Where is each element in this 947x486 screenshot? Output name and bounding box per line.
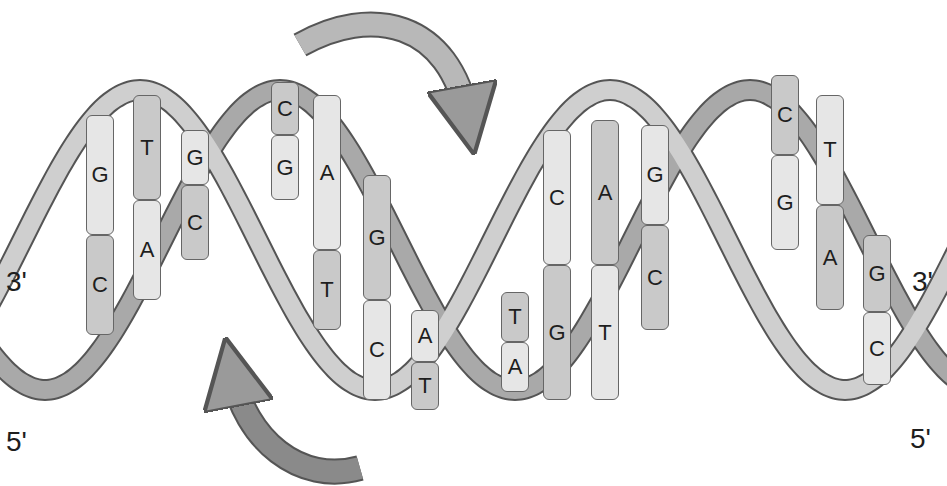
nucleotide-base: T — [411, 362, 439, 410]
strand-ribbon — [0, 90, 947, 390]
base-letter: C — [869, 338, 885, 360]
strand-end-label: 5' — [910, 425, 931, 453]
nucleotide-base: T — [591, 265, 619, 400]
strand-end-label: 3' — [912, 268, 933, 296]
strand-end-label: 3' — [6, 268, 27, 296]
base-letter: T — [140, 137, 153, 159]
base-letter: G — [646, 164, 663, 186]
nucleotide-base: G — [363, 175, 391, 300]
base-letter: C — [277, 98, 293, 120]
nucleotide-base: C — [181, 185, 209, 260]
nucleotide-base: G — [86, 115, 114, 235]
nucleotide-base: A — [816, 205, 844, 310]
strand-end-label: 5' — [6, 428, 27, 456]
base-letter: G — [276, 157, 293, 179]
nucleotide-base: A — [313, 95, 341, 250]
nucleotide-base: T — [501, 292, 529, 342]
base-letter: C — [92, 274, 108, 296]
base-letter: G — [548, 322, 565, 344]
nucleotide-base: G — [271, 135, 299, 200]
twist-arrow-outline — [232, 372, 360, 472]
nucleotide-base: G — [641, 125, 669, 225]
sugar-phosphate-backbone — [0, 90, 947, 390]
base-letter: A — [823, 247, 838, 269]
base-letter: T — [508, 306, 521, 328]
base-letter: C — [777, 104, 793, 126]
nucleotide-base: C — [863, 312, 891, 385]
nucleotide-base: G — [771, 155, 799, 250]
strand-outline — [0, 90, 947, 390]
nucleotide-base: C — [86, 235, 114, 335]
nucleotide-base: C — [771, 75, 799, 155]
base-letter: T — [418, 375, 431, 397]
nucleotide-base: C — [641, 225, 669, 330]
nucleotide-base: A — [501, 342, 529, 392]
nucleotide-base: A — [133, 200, 161, 300]
base-letter: G — [868, 263, 885, 285]
base-letter: A — [320, 162, 335, 184]
base-letter: G — [368, 227, 385, 249]
nucleotide-base: G — [543, 265, 571, 400]
nucleotide-base: A — [411, 310, 439, 362]
nucleotide-base: C — [543, 130, 571, 265]
base-letter: T — [598, 322, 611, 344]
base-letter: C — [549, 187, 565, 209]
nucleotide-base: C — [271, 82, 299, 135]
base-letter: G — [91, 164, 108, 186]
nucleotide-base: C — [363, 300, 391, 400]
base-letter: C — [369, 339, 385, 361]
nucleotide-base: T — [133, 95, 161, 200]
base-letter: A — [418, 325, 433, 347]
base-letter: T — [320, 279, 333, 301]
base-letter: T — [823, 139, 836, 161]
base-letter: G — [186, 147, 203, 169]
base-letter: A — [598, 182, 613, 204]
twist-arrow — [232, 372, 360, 472]
nucleotide-base: A — [591, 120, 619, 265]
base-letter: A — [508, 356, 523, 378]
nucleotide-base: T — [816, 95, 844, 205]
strand-ribbon — [0, 90, 947, 390]
base-letter: A — [140, 239, 155, 261]
base-letter: G — [776, 192, 793, 214]
base-letter: C — [187, 212, 203, 234]
strand-outline — [0, 90, 947, 390]
nucleotide-base: G — [863, 235, 891, 312]
nucleotide-base: G — [181, 130, 209, 185]
nucleotide-base: T — [313, 250, 341, 330]
base-letter: C — [647, 267, 663, 289]
